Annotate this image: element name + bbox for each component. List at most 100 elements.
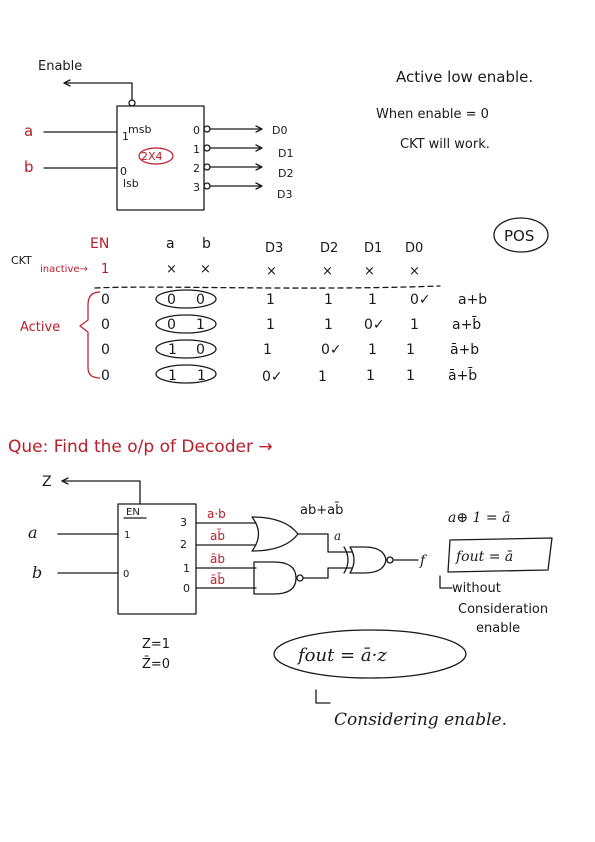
row3-d3: 0✓ <box>262 369 283 385</box>
active-brace <box>79 291 101 379</box>
row2-d1: 1 <box>368 342 377 358</box>
header-a: a <box>166 236 175 252</box>
header-en: EN <box>90 236 109 252</box>
without-line-1: without <box>452 581 501 596</box>
header-d0: D0 <box>405 241 423 256</box>
q-out-num-0: 0 <box>183 582 190 595</box>
row0-d0: 0✓ <box>410 292 431 308</box>
row0-en: 0 <box>101 292 110 308</box>
row2-a: 1 <box>168 342 177 358</box>
without-arrow-icon <box>439 575 453 589</box>
and-gate-bubble <box>296 574 304 582</box>
out-number-0: 0 <box>193 124 200 137</box>
inactive-label: inactive→ <box>40 264 88 275</box>
q-out-num-2: 2 <box>180 538 187 551</box>
note-enable-zero: When enable = 0 <box>376 107 489 122</box>
out-number-2: 2 <box>193 162 200 175</box>
and-to-xnor-wire <box>302 567 353 579</box>
row1-d1: 0✓ <box>364 317 385 333</box>
out-bubble-3 <box>203 182 211 190</box>
question-title: Que: Find the o/p of Decoder → <box>8 437 273 457</box>
out-wire-3 <box>209 182 263 190</box>
q-line-label-1: āb <box>210 552 225 566</box>
inactive-d3: × <box>266 264 277 279</box>
inactive-d1: × <box>364 264 375 279</box>
f-label: f <box>419 553 428 569</box>
row2-maxterm: ā+b <box>450 342 479 358</box>
active-label: Active <box>20 320 60 335</box>
pos-circle <box>493 217 549 253</box>
row3-b: 1 <box>197 368 206 384</box>
row0-d1: 1 <box>368 292 377 308</box>
pos-label: POS <box>504 227 534 245</box>
out-wire-2 <box>209 163 263 171</box>
xnor-gate <box>349 546 387 574</box>
row0-d2: 1 <box>324 292 333 308</box>
row3-en: 0 <box>101 368 110 384</box>
row2-d0: 1 <box>406 342 415 358</box>
without-line-3: enable <box>476 621 520 636</box>
considering-enable: Considering enable. <box>334 710 507 730</box>
header-d2: D2 <box>320 241 338 256</box>
block-label-circle <box>138 147 174 165</box>
q-out-num-1: 1 <box>183 562 190 575</box>
inactive-a: × <box>166 262 177 277</box>
q-pin-0: 0 <box>123 569 129 580</box>
inactive-row: 1 × × × × × × <box>101 262 420 279</box>
sum-label: ab+ab̄ <box>300 503 343 518</box>
z-bar-zero-note: Z̄=0 <box>142 657 170 672</box>
row1-maxterm: a+b̄ <box>452 315 481 333</box>
q-input-b-label: b <box>32 563 42 582</box>
note-active-low: Active low enable. <box>396 68 533 86</box>
z-one-note: Z=1 <box>142 637 170 652</box>
header-b: b <box>202 236 211 252</box>
q-input-a-label: a <box>28 523 38 542</box>
inactive-b: × <box>200 262 211 277</box>
top-outputs: 0 1 2 3 D0 D1 D2 D3 <box>193 124 293 201</box>
z-wire <box>61 480 141 505</box>
fout-box <box>447 537 553 573</box>
row1-en: 0 <box>101 317 110 333</box>
row3-maxterm: ā+b̄ <box>448 366 477 384</box>
table-row-2: 0 1 0 1 0✓ 1 1 ā+b <box>101 339 479 359</box>
input-a-label: a <box>24 122 33 140</box>
mid-label: a <box>334 529 341 543</box>
row0-d3: 1 <box>266 292 275 308</box>
table-row-1: 0 0 1 1 1 0✓ 1 a+b̄ <box>101 314 481 334</box>
inactive-en: 1 <box>101 262 109 277</box>
row1-b: 1 <box>196 317 205 333</box>
row1-d0: 1 <box>410 317 419 333</box>
row1-d2: 1 <box>324 317 333 333</box>
without-line-2: Consideration <box>458 602 548 617</box>
out-label-d1: D1 <box>278 147 293 160</box>
row0-b: 0 <box>196 292 205 308</box>
question-section: Que: Find the o/p of Decoder → Z EN a 1 … <box>8 437 553 730</box>
enable-label: Enable <box>38 59 82 74</box>
row1-ab-circle <box>155 314 217 334</box>
row3-a: 1 <box>168 368 177 384</box>
fout-result: fout = ā <box>455 549 513 565</box>
row3-d1: 1 <box>366 368 375 384</box>
q-pin-1: 1 <box>124 530 130 541</box>
xor-note: a⊕ 1 = ā <box>448 510 510 526</box>
enable-wire <box>63 82 133 101</box>
xnor-bubble <box>386 556 394 564</box>
row3-d0: 1 <box>406 368 415 384</box>
table-divider <box>94 285 441 289</box>
row2-d3: 1 <box>263 342 272 358</box>
top-decoder: Enable a b 1 msb 0 lsb 2X4 0 1 2 3 D0 <box>24 59 549 253</box>
out-label-d0: D0 <box>272 124 287 137</box>
out-bubble-0 <box>203 125 211 133</box>
or-to-xnor-wire <box>297 533 353 553</box>
q-line-label-2: ab̄ <box>210 529 225 543</box>
row3-d2: 1 <box>318 369 327 385</box>
decoder-block-2 <box>117 503 197 615</box>
block-label: 2X4 <box>141 150 163 163</box>
inactive-d0: × <box>409 264 420 279</box>
q-line-label-3: a·b <box>207 507 226 521</box>
note-ckt-work: CKT will work. <box>400 137 490 152</box>
out-number-1: 1 <box>193 143 200 156</box>
out-bubble-2 <box>203 163 211 171</box>
fout-final: fout = ā·z <box>296 645 387 666</box>
